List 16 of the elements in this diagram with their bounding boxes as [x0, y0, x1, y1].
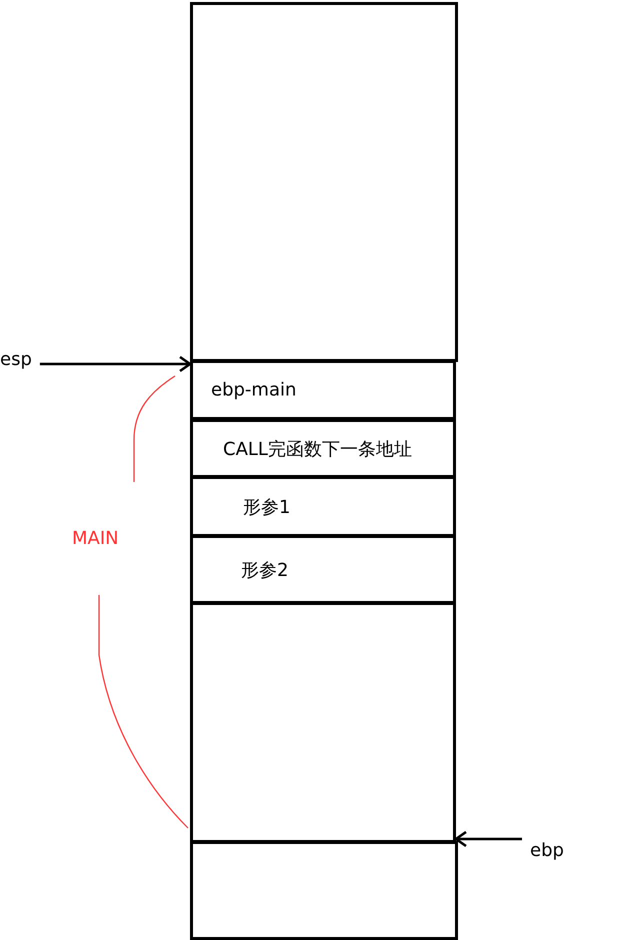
stack-cell [190, 841, 458, 940]
cell-text: ebp-main [211, 380, 296, 400]
stack-cell [190, 360, 456, 420]
arrow [454, 830, 522, 848]
cell-text: 形参2 [241, 558, 288, 582]
register-label: ebp [530, 840, 564, 861]
frame-label: MAIN [72, 528, 119, 549]
stack-cell [190, 602, 456, 843]
stack-cell [190, 535, 456, 604]
register-label: esp [0, 349, 32, 370]
cell-text: CALL完函数下一条地址 [223, 438, 412, 460]
stack-cell [190, 419, 456, 478]
stack-cell [190, 476, 456, 537]
stack-cell [190, 2, 458, 362]
arrow [40, 356, 192, 372]
cell-text: 形参1 [243, 496, 290, 518]
